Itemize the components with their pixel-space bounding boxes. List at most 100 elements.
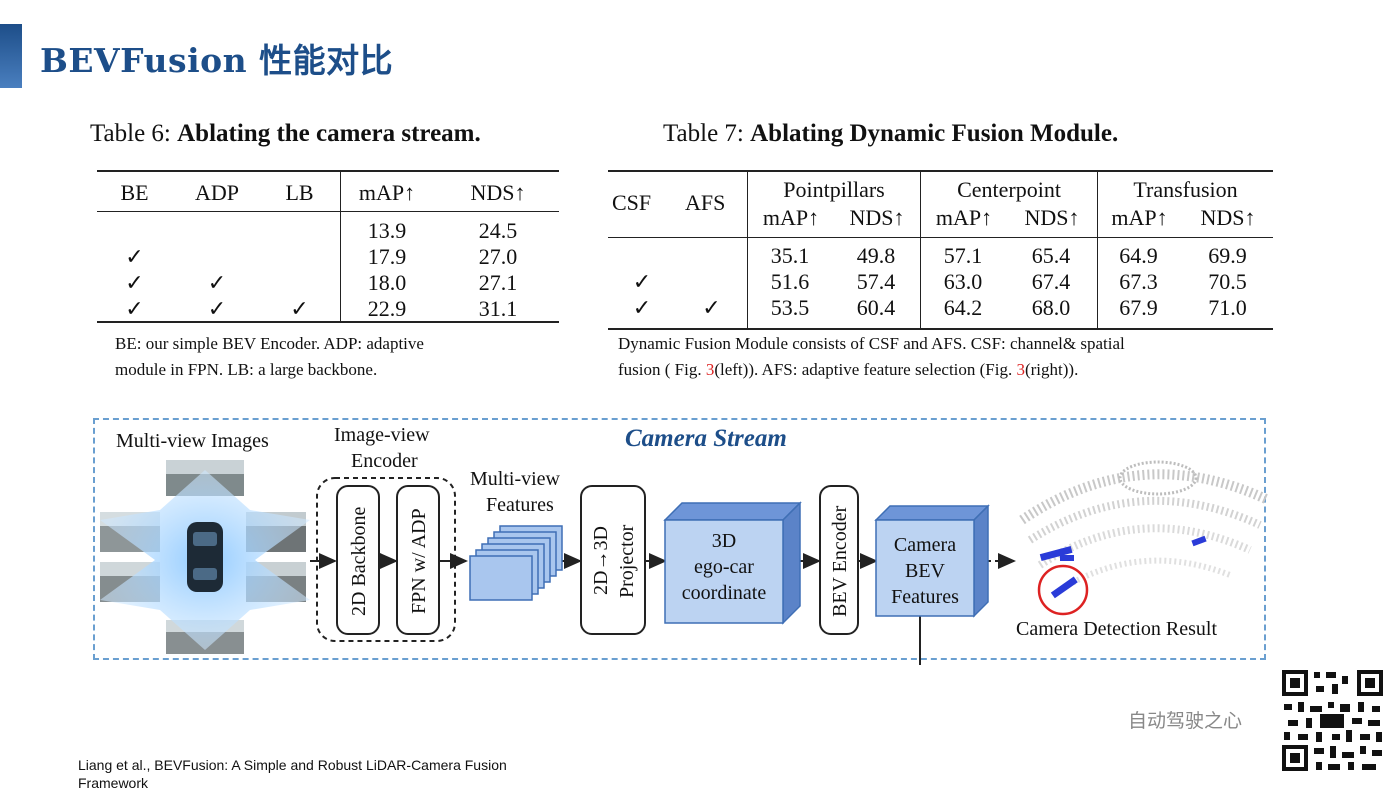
table6-note-line: module in FPN. LB: a large backbone. — [115, 360, 378, 379]
table-row: ✓ 51.6 57.4 63.0 67.4 67.3 70.5 — [608, 269, 1273, 295]
table-cell: 70.5 — [1208, 269, 1247, 294]
projector-label-line: Projector — [616, 524, 638, 598]
table6-note: BE: our simple BEV Encoder. ADP: adaptiv… — [115, 331, 424, 383]
table-cell: 68.0 — [1031, 295, 1071, 320]
table6-caption-title: Ablating the camera stream. — [177, 120, 481, 147]
table-cell: 65.4 — [1031, 243, 1071, 268]
multiview-images-label: Multi-view Images — [116, 430, 269, 452]
table-cell: 57.4 — [856, 269, 896, 294]
detection-result-pointcloud — [1019, 460, 1271, 616]
check-icon: ✓ — [207, 296, 227, 321]
cube-label: 3D ego-car coordinate — [665, 528, 783, 606]
table7-top-rule — [608, 170, 1273, 172]
table-row: ✓ ✓ ✓ 22.9 31.1 — [97, 296, 559, 322]
cube-label-line: 3D — [711, 530, 737, 552]
check-icon: ✓ — [125, 244, 144, 269]
check-icon: ✓ — [702, 295, 721, 320]
cube-label-line: ego-car — [694, 556, 754, 578]
table7-note-line: Dynamic Fusion Module consists of CSF an… — [618, 334, 1125, 353]
table7-vrule — [747, 172, 748, 328]
camera-stream-title: Camera Stream — [625, 425, 787, 452]
table-cell: 51.6 — [770, 269, 810, 294]
table7-vrule — [920, 172, 921, 328]
table7-note-line: fusion ( Fig. 3(left)). AFS: adaptive fe… — [618, 357, 1125, 383]
table6-header-adp: ADP — [194, 180, 239, 205]
table6-vrule — [340, 172, 341, 321]
check-icon: ✓ — [632, 295, 652, 320]
table-row: 35.1 49.8 57.1 65.4 64.9 69.9 — [608, 243, 1273, 269]
table7-group-pointpillars: Pointpillars — [783, 177, 885, 202]
fpn-adp-block: FPN w/ ADP — [396, 485, 440, 635]
table7-subheader-nds: NDS↑ — [849, 205, 905, 230]
table-cell: 71.0 — [1208, 295, 1247, 320]
table-cell: 67.3 — [1119, 269, 1158, 294]
table-cell: 64.9 — [1119, 243, 1158, 268]
table6-mid-rule — [97, 211, 559, 212]
check-icon: ✓ — [290, 296, 309, 321]
features-label-line: Features — [486, 494, 554, 516]
table-cell: 69.9 — [1208, 243, 1247, 268]
check-icon: ✓ — [125, 270, 144, 295]
cube-label-line: coordinate — [681, 582, 767, 604]
encoder-title-line: Encoder — [351, 450, 418, 472]
table7-group-transfusion: Transfusion — [1133, 177, 1238, 202]
citation-line: Liang et al., BEVFusion: A Simple and Ro… — [78, 757, 507, 773]
table-cell: 67.9 — [1119, 295, 1158, 320]
table-row: ✓ ✓ 53.5 60.4 64.2 68.0 67.9 71.0 — [608, 295, 1273, 321]
table6-header-nds: NDS↑ — [470, 180, 526, 205]
table-cell: 49.8 — [856, 243, 896, 268]
slide-title: BEVFusion 性能对比 — [40, 41, 394, 80]
table7-header-afs: AFS — [685, 190, 726, 215]
table-row: 13.9 24.5 — [97, 218, 559, 244]
bev-features-label-line: Features — [891, 586, 959, 608]
table7-subheader: mAP↑ NDS↑ mAP↑ NDS↑ mAP↑ NDS↑ — [748, 204, 1273, 232]
table7-caption-title: Ablating Dynamic Fusion Module. — [750, 120, 1119, 147]
bev-encoder-block: BEV Encoder — [819, 485, 859, 635]
projector-label-line: 2D→3D — [590, 526, 612, 596]
qr-code-icon — [1280, 668, 1385, 773]
table-row: ✓ ✓ 18.0 27.1 — [97, 270, 559, 296]
table7-vrule — [1097, 172, 1098, 328]
table6-bottom-rule — [97, 321, 559, 323]
features-label-line: Multi-view — [470, 468, 560, 490]
camera-stream-diagram-frame — [93, 418, 1266, 660]
table-cell: 57.1 — [943, 243, 983, 268]
table7-mid-rule — [608, 237, 1273, 238]
table-cell: 67.4 — [1031, 269, 1071, 294]
table-cell: 53.5 — [770, 295, 810, 320]
fpn-adp-label: FPN w/ ADP — [408, 508, 430, 614]
table7-note: Dynamic Fusion Module consists of CSF an… — [618, 331, 1125, 383]
table7-subheader-map: mAP↑ — [762, 205, 820, 230]
table-cell: 35.1 — [770, 243, 810, 268]
table-row: ✓ 17.9 27.0 — [97, 244, 559, 270]
table-cell: 27.0 — [478, 244, 518, 269]
table7-header-csf: CSF — [612, 190, 652, 215]
table7-group-centerpoint: Centerpoint — [957, 177, 1061, 202]
2d-3d-projector-block: 2D→3D Projector — [580, 485, 646, 635]
camera-bev-features-cube — [874, 504, 990, 618]
table6-header-lb: LB — [285, 180, 314, 205]
table6-header-be: BE — [120, 180, 149, 205]
table7-body: 35.1 49.8 57.1 65.4 64.9 69.9 ✓ 51.6 57.… — [608, 243, 1273, 321]
check-icon: ✓ — [125, 296, 144, 321]
table6-caption: Table 6: Ablating the camera stream. — [90, 120, 481, 148]
note-text: fusion ( Fig. — [618, 360, 706, 379]
2d-backbone-block: 2D Backbone — [336, 485, 380, 635]
bev-features-label-line: BEV — [905, 560, 945, 582]
table6-header-row: BE ADP LB mAP↑ NDS↑ — [97, 176, 559, 210]
citation-line: Framework — [78, 775, 149, 791]
check-icon: ✓ — [207, 270, 227, 295]
figure-ref-link[interactable]: 3 — [705, 360, 715, 379]
figure-ref-link[interactable]: 3 — [1016, 360, 1025, 379]
table6-note-line: BE: our simple BEV Encoder. ADP: adaptiv… — [115, 334, 424, 353]
table-cell: 22.9 — [367, 296, 407, 321]
table7-subheader-map: mAP↑ — [935, 205, 993, 230]
table6: BE ADP LB mAP↑ NDS↑ 13.9 24.5 ✓ 17.9 27.… — [97, 176, 559, 322]
bev-features-label: Camera BEV Features — [876, 532, 974, 610]
multiview-features-stack — [469, 525, 563, 601]
watermark-text: 自动驾驶之心 — [1128, 710, 1243, 732]
table-cell: 24.5 — [478, 218, 518, 243]
bev-encoder-label: BEV Encoder — [829, 505, 851, 617]
table7-caption: Table 7: Ablating Dynamic Fusion Module. — [663, 120, 1118, 148]
note-text: (left)). AFS: adaptive feature selection… — [714, 360, 1017, 379]
